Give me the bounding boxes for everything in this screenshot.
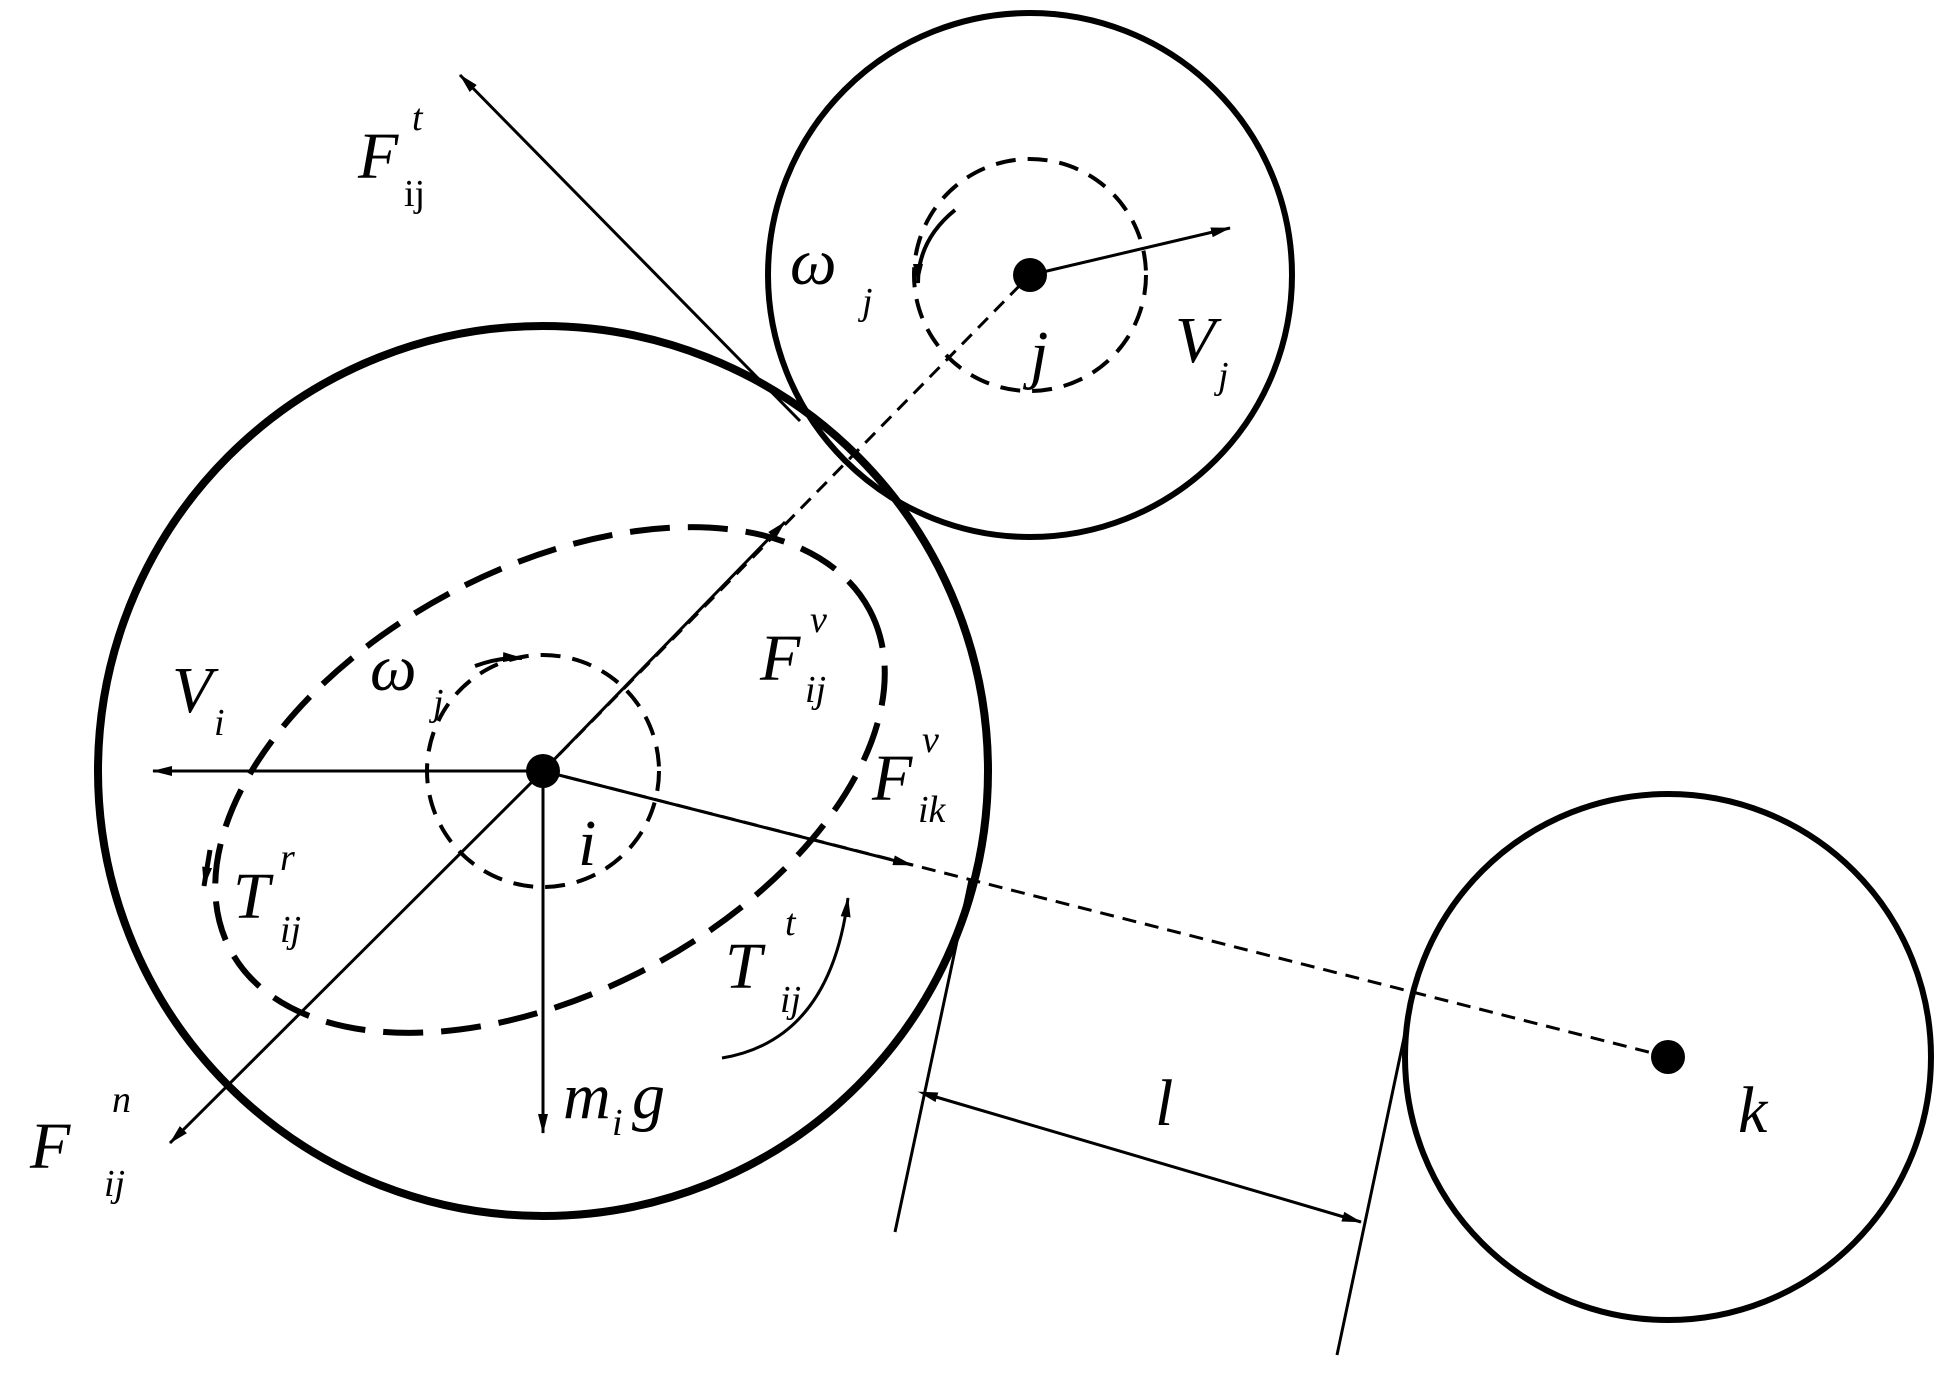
- gravity-label-m-sub: i: [612, 1102, 623, 1144]
- rolling-torque-arrow: [201, 849, 213, 887]
- tangential-torque-sub: ij: [780, 979, 801, 1021]
- rolling-torque-sub: ij: [280, 909, 301, 951]
- normal-force-label: F: [29, 1110, 71, 1183]
- particle-j-circle: [765, 10, 1295, 540]
- spin-i-sub: j: [428, 682, 444, 724]
- spin-j-sub: j: [857, 281, 873, 323]
- viscous-force-ik-sup: v: [922, 719, 939, 761]
- velocity-j-arrow: [1029, 226, 1231, 277]
- viscous-force-ij-label: F: [759, 622, 801, 695]
- center-dot-i: [526, 754, 560, 788]
- viscous-force-ik-arrow: [542, 769, 913, 867]
- velocity-j-sub: j: [1213, 355, 1229, 397]
- normal-force-sup: n: [112, 1079, 131, 1121]
- gravity-label-g: g: [632, 1060, 665, 1133]
- tangential-torque-sup: t: [785, 902, 797, 944]
- rolling-torque-label: T: [233, 860, 274, 933]
- center-label-i: i: [578, 807, 596, 880]
- spin-j-label: ω: [790, 226, 837, 299]
- velocity-j-label: V: [1175, 304, 1222, 377]
- center-label-k: k: [1738, 1074, 1769, 1147]
- gap-extension-left: [893, 879, 972, 1233]
- tangential-force-arrow: [458, 73, 802, 423]
- viscous-force-ij-sub: ij: [805, 669, 826, 711]
- torque-ellipse: [212, 524, 888, 1036]
- rolling-torque-sup: r: [280, 837, 295, 879]
- center-dot-k: [1651, 1040, 1685, 1074]
- particle-i-circle: [94, 322, 992, 1220]
- velocity-i-sub: i: [214, 702, 225, 744]
- tangential-torque-arrow: [721, 897, 851, 1060]
- tangential-torque-label: T: [725, 930, 766, 1003]
- tangential-force-sup: t: [412, 97, 424, 139]
- viscous-force-ij-arrow: [541, 520, 787, 773]
- gap-dimension-arrow: [917, 1091, 1362, 1224]
- tangential-force-label: F: [357, 120, 399, 193]
- particle-k-circle: [1402, 791, 1934, 1323]
- gap-extension-right: [1335, 999, 1414, 1356]
- gravity-label-m: m: [563, 1060, 611, 1133]
- spin-i-label: ω: [370, 632, 417, 705]
- center-label-j: j: [1022, 318, 1048, 391]
- tangential-force-sub: ij: [404, 173, 425, 215]
- gap-label: l: [1155, 1067, 1173, 1140]
- spin-arrow-i: [474, 652, 523, 668]
- viscous-force-ij-sup: v: [810, 599, 827, 641]
- viscous-force-ik-label: F: [871, 742, 913, 815]
- normal-force-sub: ij: [104, 1163, 125, 1205]
- velocity-i-label: V: [172, 654, 219, 727]
- normal-force-arrow: [168, 769, 545, 1145]
- spin-arrow-j: [913, 208, 957, 284]
- viscous-force-ik-sub: ik: [918, 789, 947, 831]
- center-dot-j: [1013, 258, 1047, 292]
